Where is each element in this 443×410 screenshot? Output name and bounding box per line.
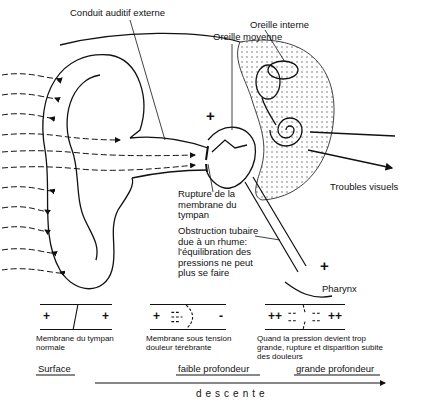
pressure-sign: + <box>153 309 160 323</box>
part-label: descente <box>196 389 269 400</box>
part-label: Oreille interne <box>250 20 309 31</box>
part-label: + <box>320 258 329 273</box>
depth-scale <box>36 375 385 383</box>
part-label: faible profondeur <box>178 364 249 375</box>
membrane-line <box>288 305 321 329</box>
pressure-sign: + <box>102 309 109 323</box>
part-label: Pharynx <box>322 284 357 295</box>
pressure-sign: - <box>219 309 223 323</box>
part-label: Troubles visuels <box>330 182 398 193</box>
box-caption: Quand la pression devient trop grande, r… <box>257 334 383 361</box>
part-label: Oreille moyenne <box>213 32 282 43</box>
box-caption: Membrane sous tension douleur térébrante <box>146 334 232 352</box>
pressure-sign: ++ <box>328 309 342 323</box>
membrane-box: +-Membrane sous tension douleur térébran… <box>150 304 226 330</box>
pressure-sign: ++ <box>268 309 282 323</box>
sound-waves <box>2 74 195 274</box>
membrane-line <box>171 305 192 329</box>
part-label: Surface <box>38 364 71 375</box>
box-caption: Membrane du tympan normale <box>36 334 116 352</box>
membrane-symbol <box>40 305 112 329</box>
part-label: + <box>206 108 215 123</box>
ear-anatomy <box>43 33 395 297</box>
membrane-symbol <box>150 305 226 329</box>
part-label: Rupture de la membrane du tympan <box>178 189 263 221</box>
part-label: Obstruction tubaire due à un rhume: l'éq… <box>178 226 270 279</box>
membrane-box: ++Membrane du tympan normale <box>40 304 112 330</box>
part-label: grande profondeur <box>296 364 374 375</box>
membrane-line <box>73 305 78 329</box>
membrane-box: ++++Quand la pression devient trop grand… <box>265 304 345 330</box>
pressure-sign: + <box>43 309 50 323</box>
leader-lines <box>130 20 285 240</box>
part-label: Conduit auditif externe <box>70 8 165 19</box>
